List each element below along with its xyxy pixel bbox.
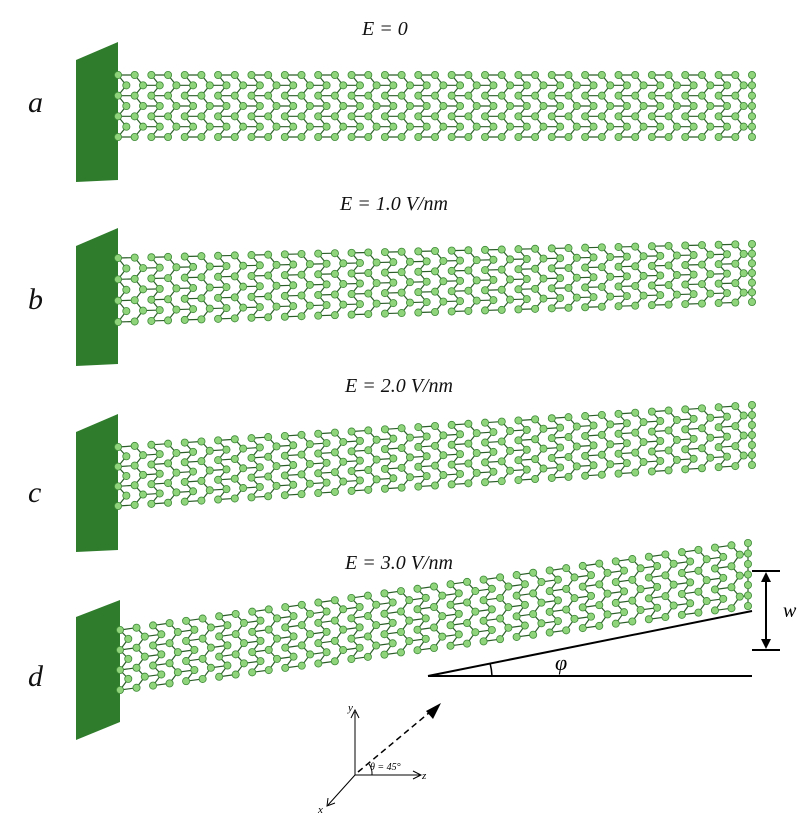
electrode-plate-b	[76, 228, 118, 366]
deflection-geometry: w φ	[427, 570, 797, 677]
electrode-plate-c	[76, 414, 118, 552]
axis-x-label: x	[317, 804, 323, 816]
tube-edge-line	[427, 610, 753, 677]
panel-label-b: b	[28, 283, 43, 316]
axis-y-label: y	[347, 702, 353, 714]
field-label-d: E = 3.0 V/nm	[345, 552, 453, 574]
electrode-plate-a	[76, 42, 118, 182]
nanotube-c	[114, 400, 757, 510]
phi-label: φ	[555, 650, 567, 675]
nanotubes	[114, 71, 757, 695]
angle-arc	[489, 662, 493, 677]
field-direction-arrowhead	[426, 703, 441, 719]
panel-label-a: a	[28, 86, 43, 119]
axis-z-label: z	[421, 770, 427, 782]
w-label: w	[783, 600, 797, 622]
electrode-plates	[76, 42, 120, 740]
coordinate-axes	[326, 708, 431, 807]
w-arrow-head-down	[761, 639, 771, 649]
nanotube-a	[114, 71, 757, 141]
field-label-b: E = 1.0 V/nm	[340, 193, 448, 215]
theta-label: θ = 45°	[370, 762, 401, 773]
field-label-a: E = 0	[362, 18, 408, 40]
w-arrow-head-up	[761, 572, 771, 582]
nanotube-d	[116, 539, 753, 695]
panel-label-c: c	[28, 476, 42, 509]
panel-label-d: d	[28, 660, 43, 693]
nanotube-b	[114, 239, 757, 326]
field-label-c: E = 2.0 V/nm	[345, 375, 453, 397]
electrode-plate-d	[76, 600, 120, 740]
